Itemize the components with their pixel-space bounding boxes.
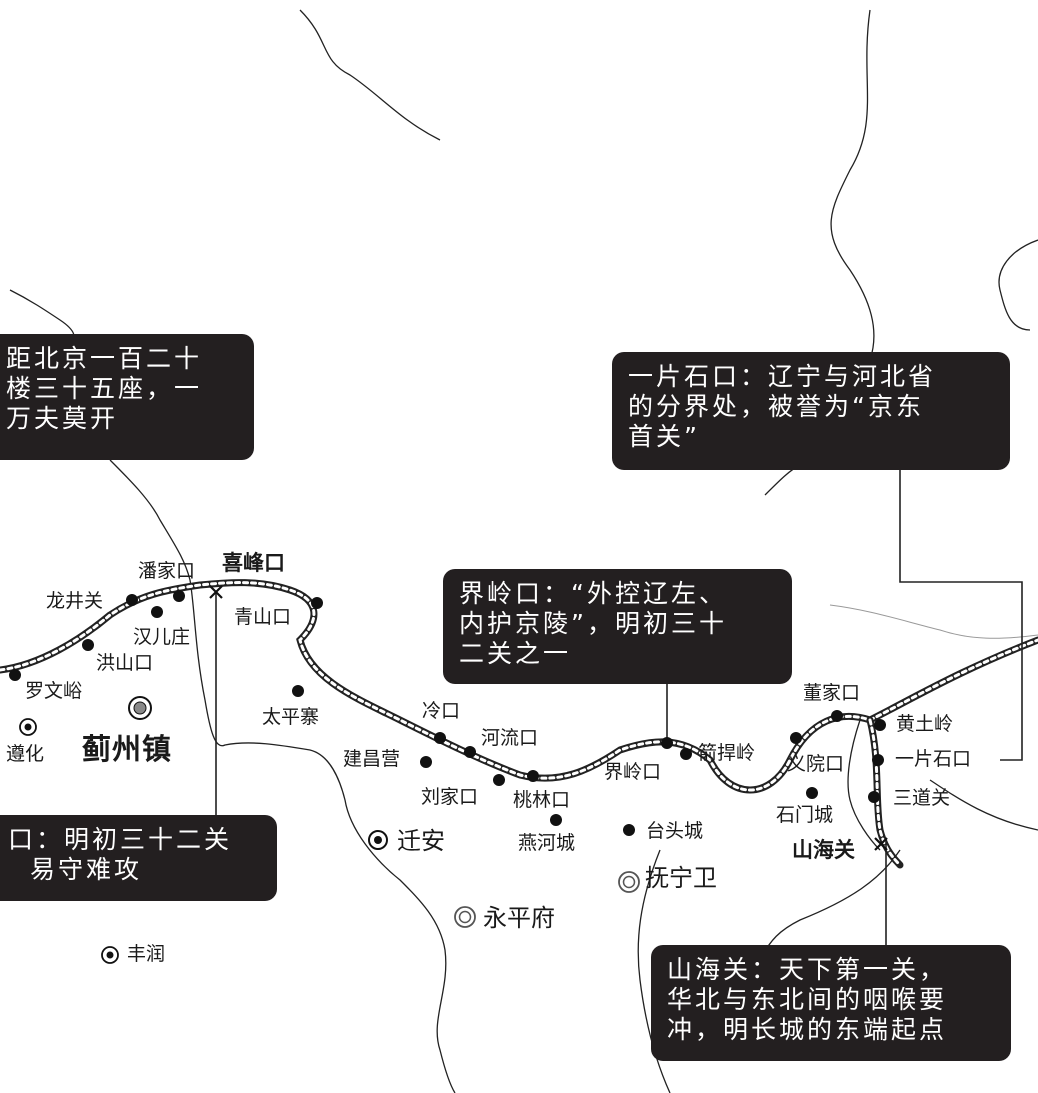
dot-taolinkou (527, 770, 539, 782)
province-border (829, 604, 1038, 639)
callout-line: 山海关：天下第一关， (667, 955, 948, 984)
dot-sandaoguan (868, 791, 880, 803)
dot-huangtuling (874, 719, 886, 731)
label-jielingkou: 界岭口 (604, 761, 662, 783)
label-taipingzhai: 太平寨 (262, 706, 320, 728)
label-huangtuling: 黄土岭 (896, 713, 954, 735)
callout-line: 万夫莫开 (6, 404, 119, 433)
label-qianan: 迁安 (397, 827, 445, 855)
dot-lengkou (434, 732, 446, 744)
dot-jianchangying (420, 756, 432, 768)
callout-xifengkou-bottom: 口：明初三十二关 易守难攻 (0, 815, 277, 901)
river-top-right (830, 9, 875, 361)
river-top (299, 9, 441, 141)
callout-line: 华北与东北间的咽喉要 (667, 985, 948, 1014)
callout-line: 易守难攻 (30, 855, 143, 884)
callout-line: 界岭口：“外控辽左、 (459, 579, 727, 608)
callout-line: 首关” (628, 422, 700, 451)
callout-xifengkou-top: 距北京一百二十 楼三十五座，一 万夫莫开 (0, 334, 254, 460)
label-jianganling: 箭捍岭 (698, 742, 756, 764)
dot-taitoucheng (623, 824, 635, 836)
dot-yanhecheng (550, 814, 562, 826)
callout-line: 二关之一 (459, 639, 572, 668)
callout-line: 内护京陵”，明初三十 (459, 609, 727, 638)
label-shimencheng: 石门城 (776, 804, 834, 826)
county-symbol-qianan (368, 830, 388, 850)
dot-luowenyu (9, 669, 21, 681)
label-yiyuankou: 义院口 (787, 753, 845, 775)
callout-line: 的分界处，被誉为“京东 (628, 392, 924, 421)
label-xifengkou: 喜峰口 (222, 551, 285, 575)
dot-jianganling (680, 748, 692, 760)
label-taolinkou: 桃林口 (513, 789, 571, 811)
label-fengrun: 丰润 (127, 943, 166, 965)
label-lengkou: 冷口 (422, 700, 461, 722)
label-zunhua: 遵化 (6, 743, 45, 765)
callout-line: 一片石口：辽宁与河北省 (628, 362, 937, 391)
river-shimen (847, 719, 881, 851)
coast-south (759, 849, 901, 961)
callout-shanhaiguan: 山海关：天下第一关， 华北与东北间的咽喉要 冲，明长城的东端起点 (651, 945, 1011, 1061)
label-longjingguan: 龙井关 (46, 590, 104, 612)
dot-hanerzhuang (151, 606, 163, 618)
dot-hongshankou (82, 639, 94, 651)
dot-panjiakou (173, 590, 185, 602)
garrison-symbol-jizhou (128, 696, 152, 720)
great-wall-crenellated-line (0, 579, 1038, 869)
dot-taipingzhai (292, 685, 304, 697)
label-shanhaiguan: 山海关 (792, 838, 855, 862)
county-symbol-zunhua (19, 718, 37, 736)
label-heliukou: 河流口 (481, 727, 539, 749)
callout-line: 楼三十五座，一 (6, 374, 203, 403)
callout-line: 距北京一百二十 (6, 344, 203, 373)
label-qingshankou: 青山口 (234, 606, 292, 628)
town-dots (9, 590, 886, 836)
callout-jielingkou: 界岭口：“外控辽左、 内护京陵”，明初三十 二关之一 (443, 569, 792, 684)
dot-shimencheng (806, 787, 818, 799)
dot-jielingkou (661, 737, 673, 749)
city-symbols (19, 585, 888, 964)
callout-yipianshikou: 一片石口：辽宁与河北省 的分界处，被誉为“京东 首关” (612, 352, 1010, 470)
label-panjiakou: 潘家口 (138, 560, 196, 582)
label-yipianshikou: 一片石口 (895, 748, 972, 770)
leader-lines (215, 470, 1023, 945)
callout-line: 冲，明长城的东端起点 (667, 1015, 948, 1044)
river-far-right (998, 239, 1038, 331)
river-lines (9, 9, 1038, 1093)
label-dongjiakou: 董家口 (803, 682, 861, 704)
dot-longjingguan (126, 594, 138, 606)
dot-dongjiakou (831, 710, 843, 722)
river-luan (109, 459, 456, 1093)
leader-yipian (899, 470, 1023, 761)
label-hanerzhuang: 汉儿庄 (133, 626, 191, 648)
dot-heliukou (464, 746, 476, 758)
label-jizhouzhen: 蓟州镇 (82, 732, 173, 766)
label-liujiakou: 刘家口 (421, 786, 479, 808)
pass-x-icon (209, 585, 223, 599)
label-jianchangying: 建昌营 (343, 748, 401, 770)
label-hongshankou: 洪山口 (96, 652, 154, 674)
label-luowenyu: 罗文峪 (25, 680, 83, 702)
label-yongpingfu: 永平府 (483, 904, 555, 932)
dot-liujiakou (493, 774, 505, 786)
coast-line (929, 779, 1038, 831)
callout-line: 口：明初三十二关 (8, 825, 233, 854)
label-funingwei: 抚宁卫 (645, 864, 717, 892)
prefecture-symbol-yongping (454, 906, 476, 928)
prefecture-symbol-funing (618, 871, 640, 893)
county-symbol-fengrun (101, 946, 119, 964)
pass-x-icon (874, 837, 888, 851)
dot-qingshankou (311, 597, 323, 609)
label-yanhecheng: 燕河城 (518, 832, 576, 854)
dot-yipianshikou (872, 754, 884, 766)
dot-yiyuankou (790, 732, 802, 744)
label-sandaoguan: 三道关 (893, 787, 951, 809)
label-taitoucheng: 台头城 (646, 820, 704, 842)
